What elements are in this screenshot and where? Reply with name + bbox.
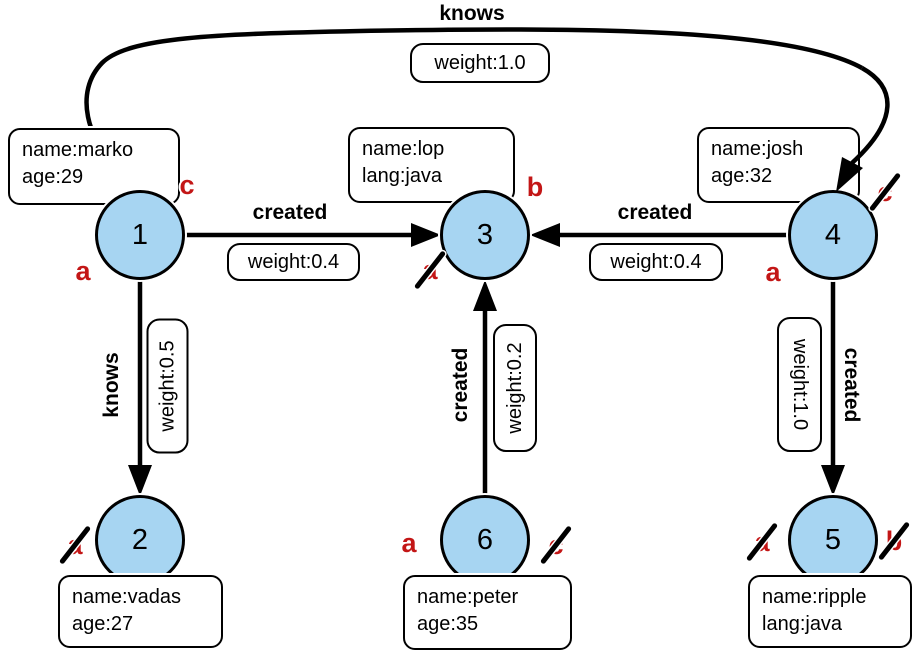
arrowhead-into-3-bottom [473,280,497,311]
vertex-id: 1 [131,218,149,251]
weight-text: weight:1.0 [789,338,811,431]
vertex-id: 4 [824,218,842,251]
edge-label-created-6-3: created [449,347,472,423]
property-line: age:35 [417,613,479,635]
vertex-id: 5 [824,523,842,556]
edge-label-knows-1-2: knows [100,352,123,418]
edge-label-created-1-3: created [252,201,328,224]
property-box-ripple: name:ripple lang:java [748,575,912,648]
annotation-b-node3: b [520,170,550,204]
property-box-peter: name:peter age:35 [403,575,572,650]
annotation-letter: c [179,170,195,200]
edge-weight-knows-top: weight:1.0 [410,43,550,83]
annotation-letter: a [765,257,781,287]
edge-label-created-4-3: created [617,201,693,224]
property-line: name:vadas [72,586,181,608]
annotation-c-node1: c [172,168,202,202]
edge-label-created-4-5: created [840,347,863,423]
annotation-a-node4: a [758,255,788,289]
vertex-id: 2 [131,523,149,556]
property-line: lang:java [762,613,843,635]
property-line: age:27 [72,613,134,635]
annotation-c-node4: c [868,172,902,212]
property-line: age:29 [22,166,84,188]
vertex-node-2[interactable]: 2 [95,495,185,585]
annotation-letter: b [526,172,544,202]
edge-weight-4-5: weight:1.0 [777,317,822,452]
weight-text: weight:0.2 [503,342,526,434]
vertex-id: 6 [476,523,494,556]
arrowhead-into-2 [128,465,152,496]
vertex-node-1[interactable]: 1 [95,190,185,280]
vertex-node-3[interactable]: 3 [440,190,530,280]
annotation-a-node6: a [394,526,424,560]
edge-weight-1-3: weight:0.4 [227,243,360,281]
vertex-node-5[interactable]: 5 [788,495,878,585]
property-line: age:32 [711,165,773,187]
arrowhead-into-3-right [530,223,560,247]
edge-label-knows-top: knows [439,2,505,25]
annotation-a-node2: a [58,525,92,565]
weight-text: weight:0.4 [247,250,340,273]
property-box-vadas: name:vadas age:27 [58,575,223,648]
property-line: name:marko [22,139,134,161]
vertex-node-4[interactable]: 4 [788,190,878,280]
weight-text: weight:1.0 [434,51,526,74]
weight-text: weight:0.4 [610,250,702,273]
vertex-id: 3 [476,218,494,251]
property-line: name:josh [711,138,804,160]
property-line: name:ripple [762,586,867,608]
edge-weight-4-3: weight:0.4 [589,243,723,281]
arrowhead-into-3-left [411,223,441,247]
annotation-b-node5: b [877,521,911,561]
annotation-a-node3: a [413,250,447,290]
annotation-letter: a [401,528,417,558]
annotation-letter: a [75,256,91,286]
arrowhead-into-5 [821,465,845,496]
edge-weight-6-3: weight:0.2 [493,324,537,452]
weight-text: weight:0.5 [156,340,178,432]
property-line: name:peter [417,586,519,608]
property-line: name:lop [362,138,445,160]
property-line: lang:java [362,165,443,187]
edge-weight-1-2: weight:0.5 [146,318,189,454]
annotation-a-node1: a [68,254,98,288]
annotation-a-node5: a [745,522,779,562]
vertex-node-6[interactable]: 6 [440,495,530,585]
annotation-c-node6: c [539,525,573,565]
